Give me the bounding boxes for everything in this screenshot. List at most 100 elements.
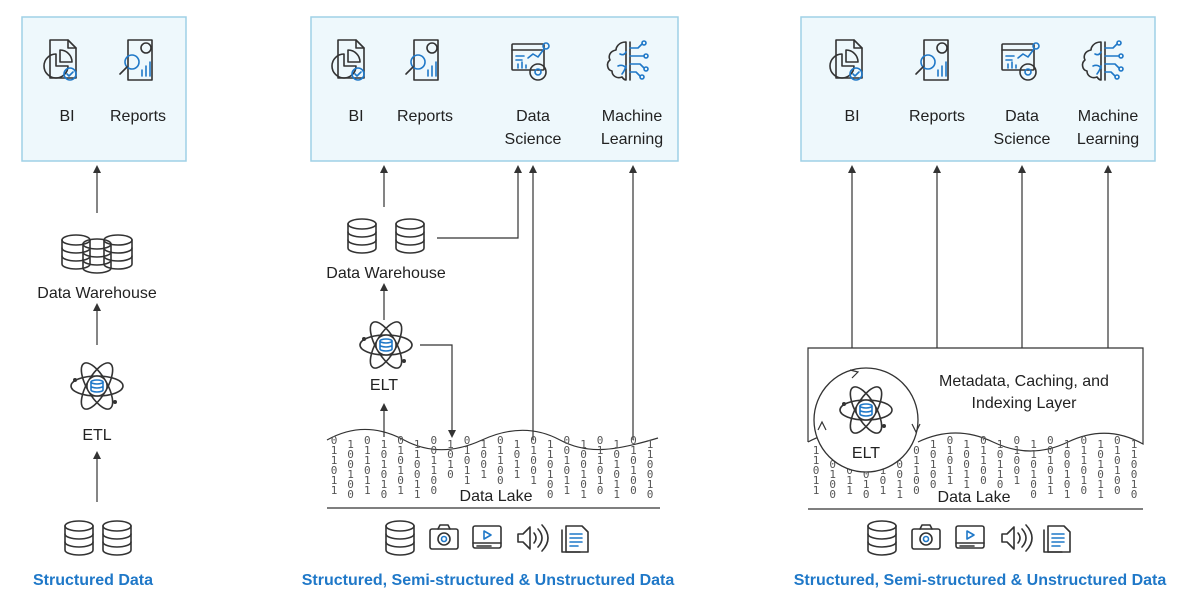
binary-digit: 0	[980, 434, 987, 447]
source-db-icon-1	[64, 520, 94, 556]
consumers-box	[21, 16, 187, 162]
binary-digit: 1	[1064, 468, 1071, 481]
binary-digit: 0	[547, 458, 554, 471]
binary-digit: 1	[331, 454, 338, 467]
binary-digit: 1	[980, 454, 987, 467]
lake-wave	[326, 428, 659, 451]
binary-digit: 1	[813, 474, 820, 487]
binary-digit: 1	[1114, 464, 1121, 477]
binary-digit: 0	[1064, 458, 1071, 471]
elt-label: ELT	[852, 445, 880, 462]
video-icon	[955, 525, 985, 549]
binary-digit: 0	[1064, 448, 1071, 461]
binary-digit: 1	[364, 474, 371, 487]
binary-digit: 1	[331, 474, 338, 487]
binary-digit: 1	[381, 458, 388, 471]
binary-digit: 1	[813, 444, 820, 457]
binary-digit: 1	[597, 454, 604, 467]
binary-digit: 0	[1064, 478, 1071, 491]
lake-label: Data Lake	[460, 488, 533, 505]
data-science-label-1: Data	[516, 108, 550, 125]
binary-digit: 1	[913, 454, 920, 467]
binary-digit: 1	[1064, 438, 1071, 451]
binary-digit: 0	[480, 458, 487, 471]
binary-digit: 0	[547, 488, 554, 501]
warehouse-icon	[347, 218, 425, 254]
binary-digit: 0	[1013, 434, 1020, 447]
metadata-layer-box	[807, 347, 1144, 452]
binary-digit: 0	[913, 484, 920, 497]
machine-learning-label-2: Learning	[1077, 131, 1139, 148]
binary-digit: 0	[580, 458, 587, 471]
binary-digit: 1	[896, 478, 903, 491]
binary-digit: 1	[530, 474, 537, 487]
panel3-caption: Structured, Semi-structured & Unstructur…	[794, 572, 1167, 589]
binary-digit: 0	[1114, 454, 1121, 467]
lake-binary: 0110111001000110111010100101011100110011…	[331, 434, 654, 501]
binary-digit: 0	[381, 448, 388, 461]
binary-digit: 0	[647, 468, 654, 481]
binary-digit: 0	[1047, 444, 1054, 457]
binary-digit: 1	[613, 458, 620, 471]
binary-digit: 0	[563, 434, 570, 447]
binary-digit: 1	[963, 468, 970, 481]
binary-digit: 0	[1030, 458, 1037, 471]
binary-digit: 1	[613, 488, 620, 501]
audio-icon	[1001, 524, 1033, 552]
binary-digit: 0	[863, 468, 870, 481]
binary-digit: 0	[430, 484, 437, 497]
binary-digit: 0	[414, 468, 421, 481]
binary-digit: 1	[414, 438, 421, 451]
binary-digit: 1	[430, 454, 437, 467]
binary-digit: 0	[1013, 454, 1020, 467]
binary-digit: 0	[547, 478, 554, 491]
binary-digit: 1	[947, 444, 954, 457]
source-db-icon-2	[102, 520, 132, 556]
binary-digit: 1	[930, 438, 937, 451]
binary-digit: 0	[597, 464, 604, 477]
binary-digit: 0	[613, 448, 620, 461]
binary-digit: 1	[597, 474, 604, 487]
data-science-label-1: Data	[1005, 108, 1039, 125]
binary-digit: 0	[580, 478, 587, 491]
binary-digit: 0	[480, 448, 487, 461]
camera-icon	[429, 524, 459, 550]
elt-label: ELT	[370, 377, 398, 394]
binary-digit: 1	[563, 454, 570, 467]
binary-digit: 0	[846, 464, 853, 477]
binary-digit: 1	[1131, 448, 1138, 461]
binary-digit: 0	[980, 474, 987, 487]
binary-digit: 1	[813, 454, 820, 467]
binary-digit: 1	[480, 468, 487, 481]
binary-digit: 0	[1013, 464, 1020, 477]
binary-digit: 0	[381, 488, 388, 501]
binary-digit: 0	[947, 434, 954, 447]
binary-digit: 0	[347, 488, 354, 501]
binary-digit: 1	[813, 484, 820, 497]
arrow-warehouse-to-data-science	[437, 165, 522, 239]
binary-digit: 0	[530, 434, 537, 447]
video-icon	[472, 525, 502, 549]
layer-label-1: Metadata, Caching, and	[939, 373, 1109, 390]
binary-digit: 1	[1080, 474, 1087, 487]
binary-digit: 0	[1097, 468, 1104, 481]
binary-digit: 1	[896, 488, 903, 501]
binary-digit: 0	[880, 474, 887, 487]
binary-digit: 1	[331, 484, 338, 497]
binary-digit: 0	[597, 484, 604, 497]
binary-digit: 1	[647, 438, 654, 451]
binary-digit: 0	[913, 474, 920, 487]
binary-digit: 1	[930, 458, 937, 471]
binary-digit: 0	[1030, 488, 1037, 501]
binary-digit: 0	[397, 474, 404, 487]
binary-digit: 1	[1080, 454, 1087, 467]
binary-digit: 0	[630, 434, 637, 447]
binary-digit: 0	[414, 458, 421, 471]
binary-digit: 1	[829, 468, 836, 481]
binary-digit: 1	[580, 468, 587, 481]
binary-digit: 1	[514, 468, 521, 481]
binary-digit: 1	[1097, 458, 1104, 471]
binary-digit: 1	[1097, 488, 1104, 501]
binary-digit: 1	[414, 448, 421, 461]
binary-digit: 0	[1114, 484, 1121, 497]
